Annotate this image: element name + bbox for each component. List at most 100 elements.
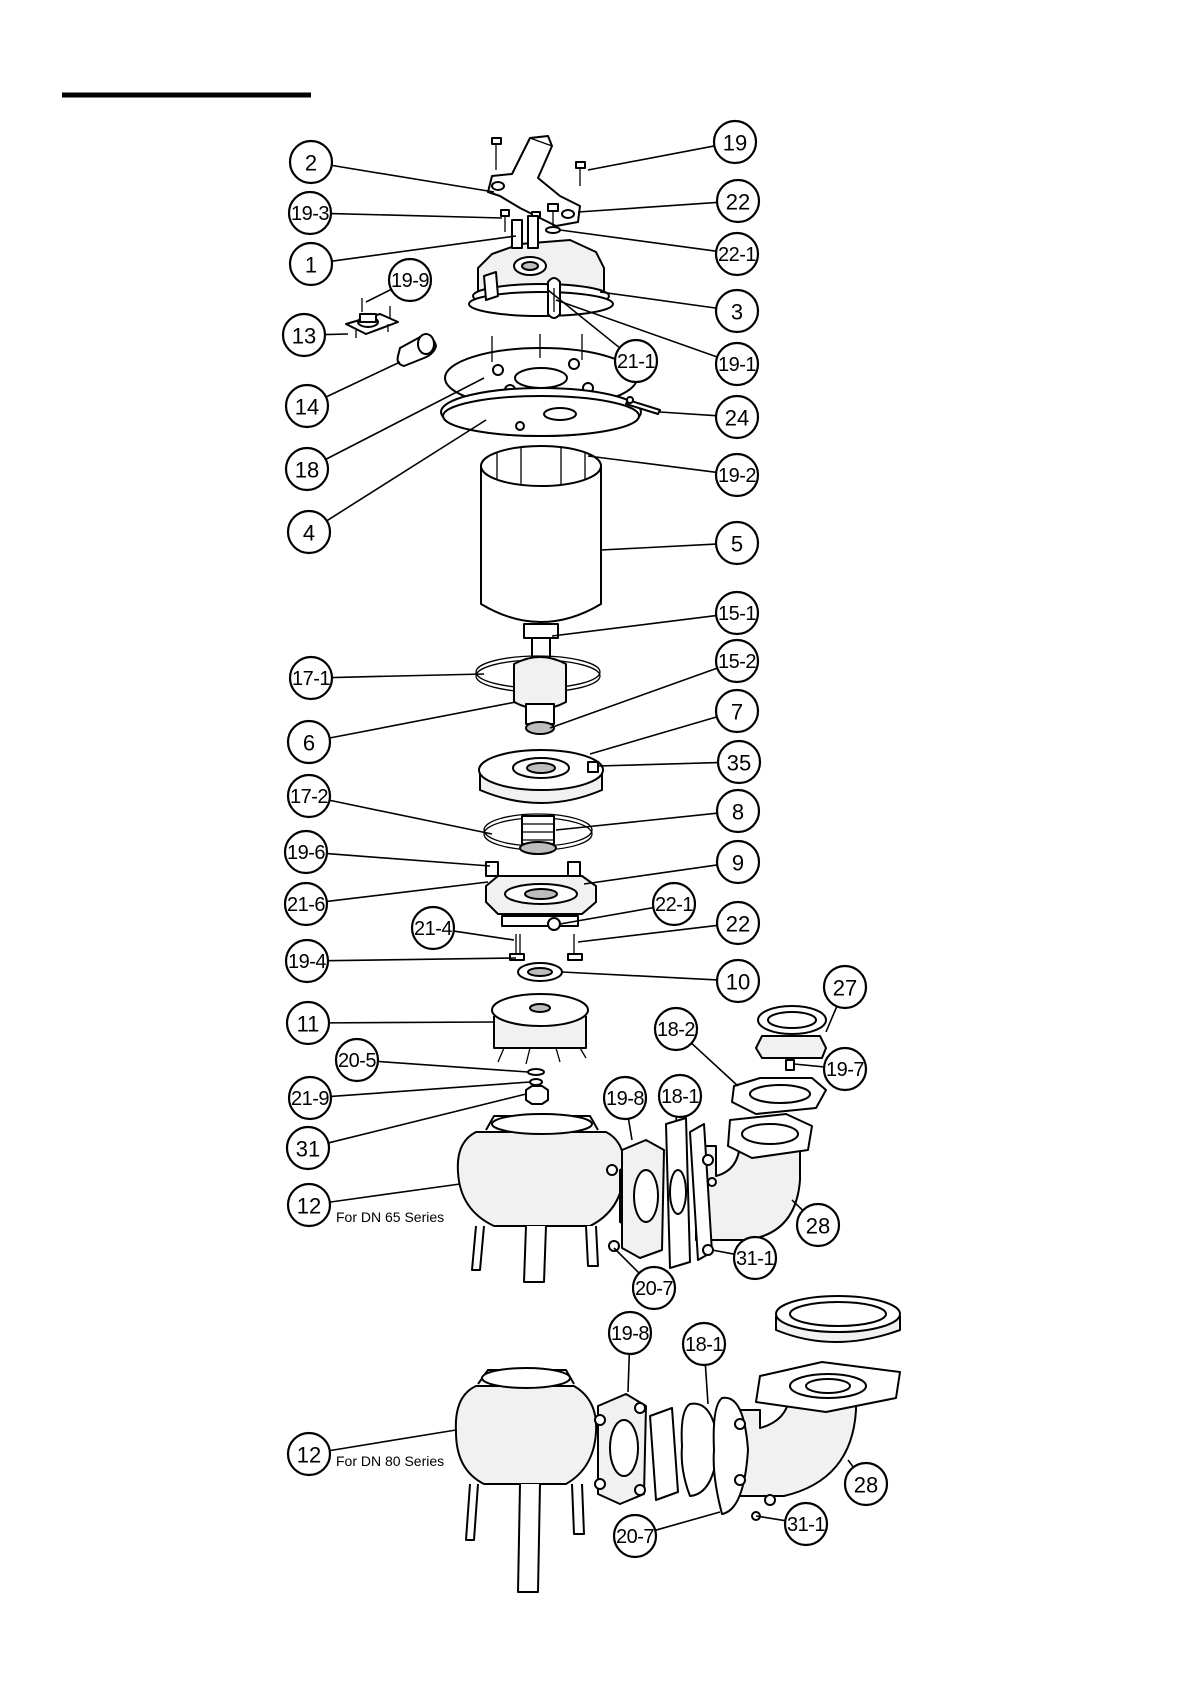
leader-line (794, 1064, 824, 1067)
leader-line (562, 972, 717, 980)
callout-number: 20-7 (616, 1526, 654, 1548)
callout-number: 21-1 (617, 351, 655, 373)
leader-line (588, 146, 714, 170)
part-cable-inlet (346, 298, 436, 366)
callout-18-2: 18-2 (655, 1008, 738, 1086)
leader-line (327, 882, 488, 901)
callout-number: 31 (296, 1137, 320, 1162)
part-top-flange-dn65 (732, 1006, 826, 1114)
leader-line (705, 1365, 708, 1404)
callout-number: 19-1 (718, 354, 756, 376)
leader-line (327, 420, 486, 521)
callout-13: 13 (283, 314, 348, 356)
part-wear-ring (518, 963, 562, 981)
callout-number: 22 (726, 190, 750, 215)
callout-number: 19-7 (826, 1059, 864, 1081)
callout-number: 6 (303, 731, 315, 756)
leader-line (378, 1061, 528, 1072)
callout-number: 12 (297, 1194, 321, 1219)
leader-line (588, 456, 716, 472)
callout-number: 21-9 (291, 1088, 329, 1110)
callout-number: 18-1 (661, 1086, 699, 1108)
callout-number: 19-8 (611, 1323, 649, 1345)
leader-line (330, 1184, 460, 1202)
callout-6: 6 (288, 702, 516, 763)
leader-line (601, 544, 716, 550)
callout-number: 7 (731, 700, 743, 725)
leader-line (325, 334, 348, 335)
leader-line (326, 362, 400, 397)
callout-28a: 28 (792, 1200, 839, 1246)
callout-18-1a: 18-1 (659, 1075, 701, 1120)
callout-19-8b: 19-8 (609, 1312, 651, 1392)
leader-line (691, 1043, 738, 1086)
callout-19-9: 19-9 (366, 259, 431, 302)
leader-line (327, 854, 490, 866)
leader-line (590, 717, 717, 754)
callout-24: 24 (660, 396, 758, 438)
leader-line (826, 1006, 837, 1032)
leader-line (330, 702, 516, 738)
callout-number: 20-7 (635, 1278, 673, 1300)
part-motor-cover (469, 216, 613, 318)
part-stator (481, 446, 601, 638)
callout-19-8a: 19-8 (604, 1077, 646, 1140)
series-label-dn65: For DN 65 Series (336, 1209, 444, 1225)
leader-line (550, 668, 717, 728)
leader-line (600, 292, 716, 308)
callout-number: 19 (723, 131, 747, 156)
leader-line (329, 1022, 494, 1023)
part-impeller (492, 994, 588, 1064)
part-flange-dn80 (595, 1394, 718, 1504)
callout-19-2: 19-2 (588, 454, 758, 496)
callout-number: 15-1 (718, 603, 756, 625)
callout-number: 19-2 (718, 465, 756, 487)
callout-number: 4 (303, 521, 315, 546)
leader-line (628, 1354, 629, 1392)
part-volute-dn80 (456, 1368, 596, 1592)
callout-number: 2 (305, 151, 317, 176)
callout-number: 15-2 (718, 651, 756, 673)
callout-number: 9 (732, 851, 744, 876)
part-mechanical-seal (484, 814, 592, 854)
callout-2: 2 (290, 141, 494, 192)
part-housing-bolts (510, 934, 582, 960)
callout-19-4: 19-4 (286, 940, 516, 982)
callout-number: 18-2 (657, 1019, 695, 1041)
part-ring-dn80 (776, 1296, 900, 1342)
callout-3: 3 (600, 290, 758, 332)
callout-number: 11 (297, 1012, 320, 1037)
callout-number: 19-4 (288, 951, 326, 973)
callout-18-1b: 18-1 (683, 1323, 725, 1404)
leader-line (598, 763, 718, 766)
callout-number: 19-9 (391, 270, 429, 292)
leader-line (848, 1460, 853, 1467)
leader-line (330, 800, 492, 834)
callout-number: 1 (305, 253, 317, 278)
leader-line (331, 1082, 530, 1096)
callout-number: 13 (292, 324, 316, 349)
callouts: 219-3119-9131418417-1617-219-621-621-419… (283, 121, 887, 1557)
part-impeller-nut (526, 1069, 548, 1104)
callout-number: 22-1 (718, 244, 756, 266)
callout-number: 27 (833, 976, 857, 1001)
callout-5: 5 (601, 522, 758, 564)
callout-19-3: 19-3 (289, 192, 502, 234)
callout-number: 21-6 (287, 894, 325, 916)
leader-line (712, 1250, 734, 1254)
leader-line (655, 1512, 720, 1530)
callout-17-2: 17-2 (288, 775, 492, 834)
callout-number: 17-1 (292, 668, 330, 690)
callout-number: 22-1 (655, 894, 693, 916)
callout-number: 19-3 (291, 203, 329, 225)
callout-number: 10 (726, 970, 750, 995)
callout-21-9: 21-9 (289, 1077, 530, 1119)
callout-number: 19-8 (606, 1088, 644, 1110)
part-bracket (479, 750, 603, 803)
callout-number: 28 (806, 1214, 830, 1239)
callout-10: 10 (562, 960, 759, 1002)
callout-number: 19-6 (287, 842, 325, 864)
leader-line (332, 674, 484, 678)
callout-31-1b: 31-1 (756, 1503, 827, 1545)
